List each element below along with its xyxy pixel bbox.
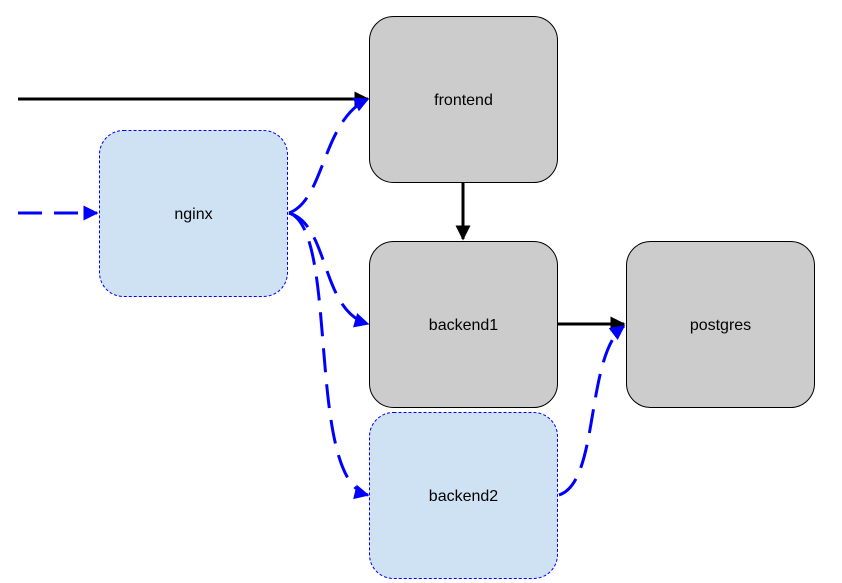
node-backend2-label: backend2 bbox=[429, 488, 498, 505]
node-postgres: postgres bbox=[626, 241, 815, 408]
edge-nginx-to-backend1 bbox=[288, 211, 370, 328]
node-backend2: backend2 bbox=[369, 412, 558, 579]
node-frontend-label: frontend bbox=[434, 92, 493, 109]
edge-nginx-to-frontend bbox=[288, 97, 370, 215]
node-frontend: frontend bbox=[369, 16, 558, 183]
edge-nginx-to-backend2 bbox=[288, 211, 370, 500]
node-backend1-label: backend1 bbox=[429, 317, 498, 334]
node-backend1: backend1 bbox=[369, 241, 558, 408]
node-nginx: nginx bbox=[99, 130, 288, 297]
edge-backend2-to-postgres bbox=[558, 324, 626, 497]
node-postgres-label: postgres bbox=[690, 317, 751, 334]
node-nginx-label: nginx bbox=[174, 206, 212, 223]
